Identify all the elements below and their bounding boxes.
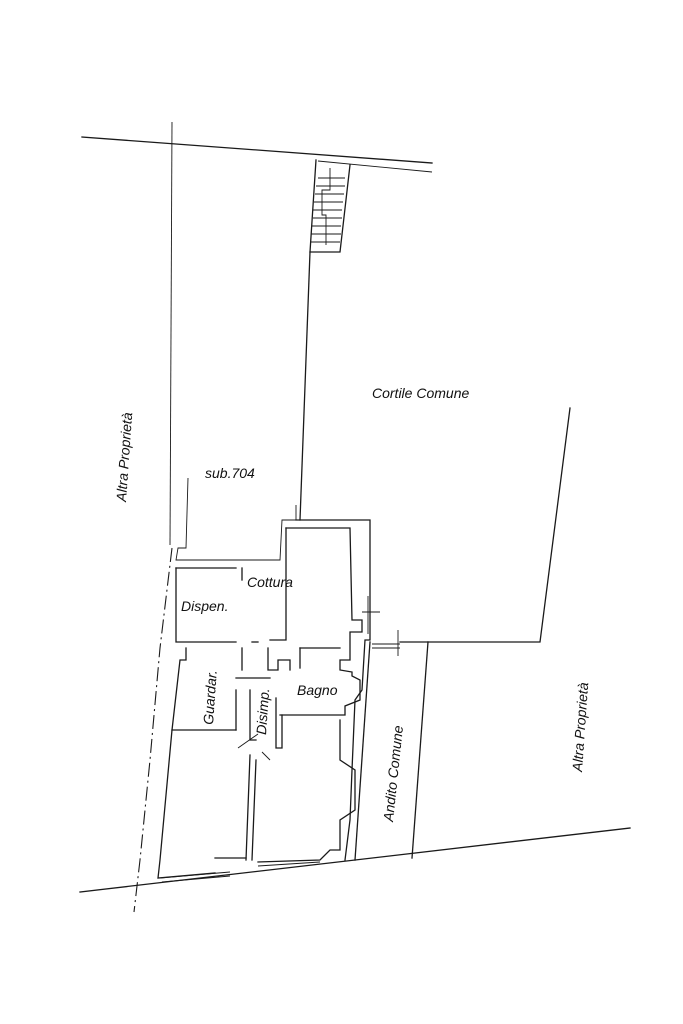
label-altra-proprieta-left: Altra Proprietà — [113, 412, 135, 504]
label-guardar: Guardar. — [200, 669, 220, 725]
bottom-boundary — [79, 827, 631, 893]
label-andito-comune: Andito Comune — [380, 724, 406, 823]
left-property-line — [169, 121, 173, 546]
sub704-outline — [175, 477, 297, 561]
label-cottura: Cottura — [247, 574, 293, 590]
label-disimp: Disimp. — [253, 688, 272, 736]
andito-lines — [354, 596, 429, 861]
staircase — [309, 159, 351, 253]
top-boundary — [81, 136, 433, 173]
label-cortile-comune: Cortile Comune — [372, 385, 469, 401]
left-dash-boundary — [133, 547, 173, 913]
courtyard-outline — [299, 251, 571, 643]
label-bagno: Bagno — [297, 682, 338, 698]
label-altra-proprieta-right: Altra Proprietà — [569, 682, 591, 774]
unit-walls — [157, 519, 371, 883]
label-sub704: sub.704 — [205, 465, 255, 481]
label-dispen: Dispen. — [181, 598, 228, 614]
